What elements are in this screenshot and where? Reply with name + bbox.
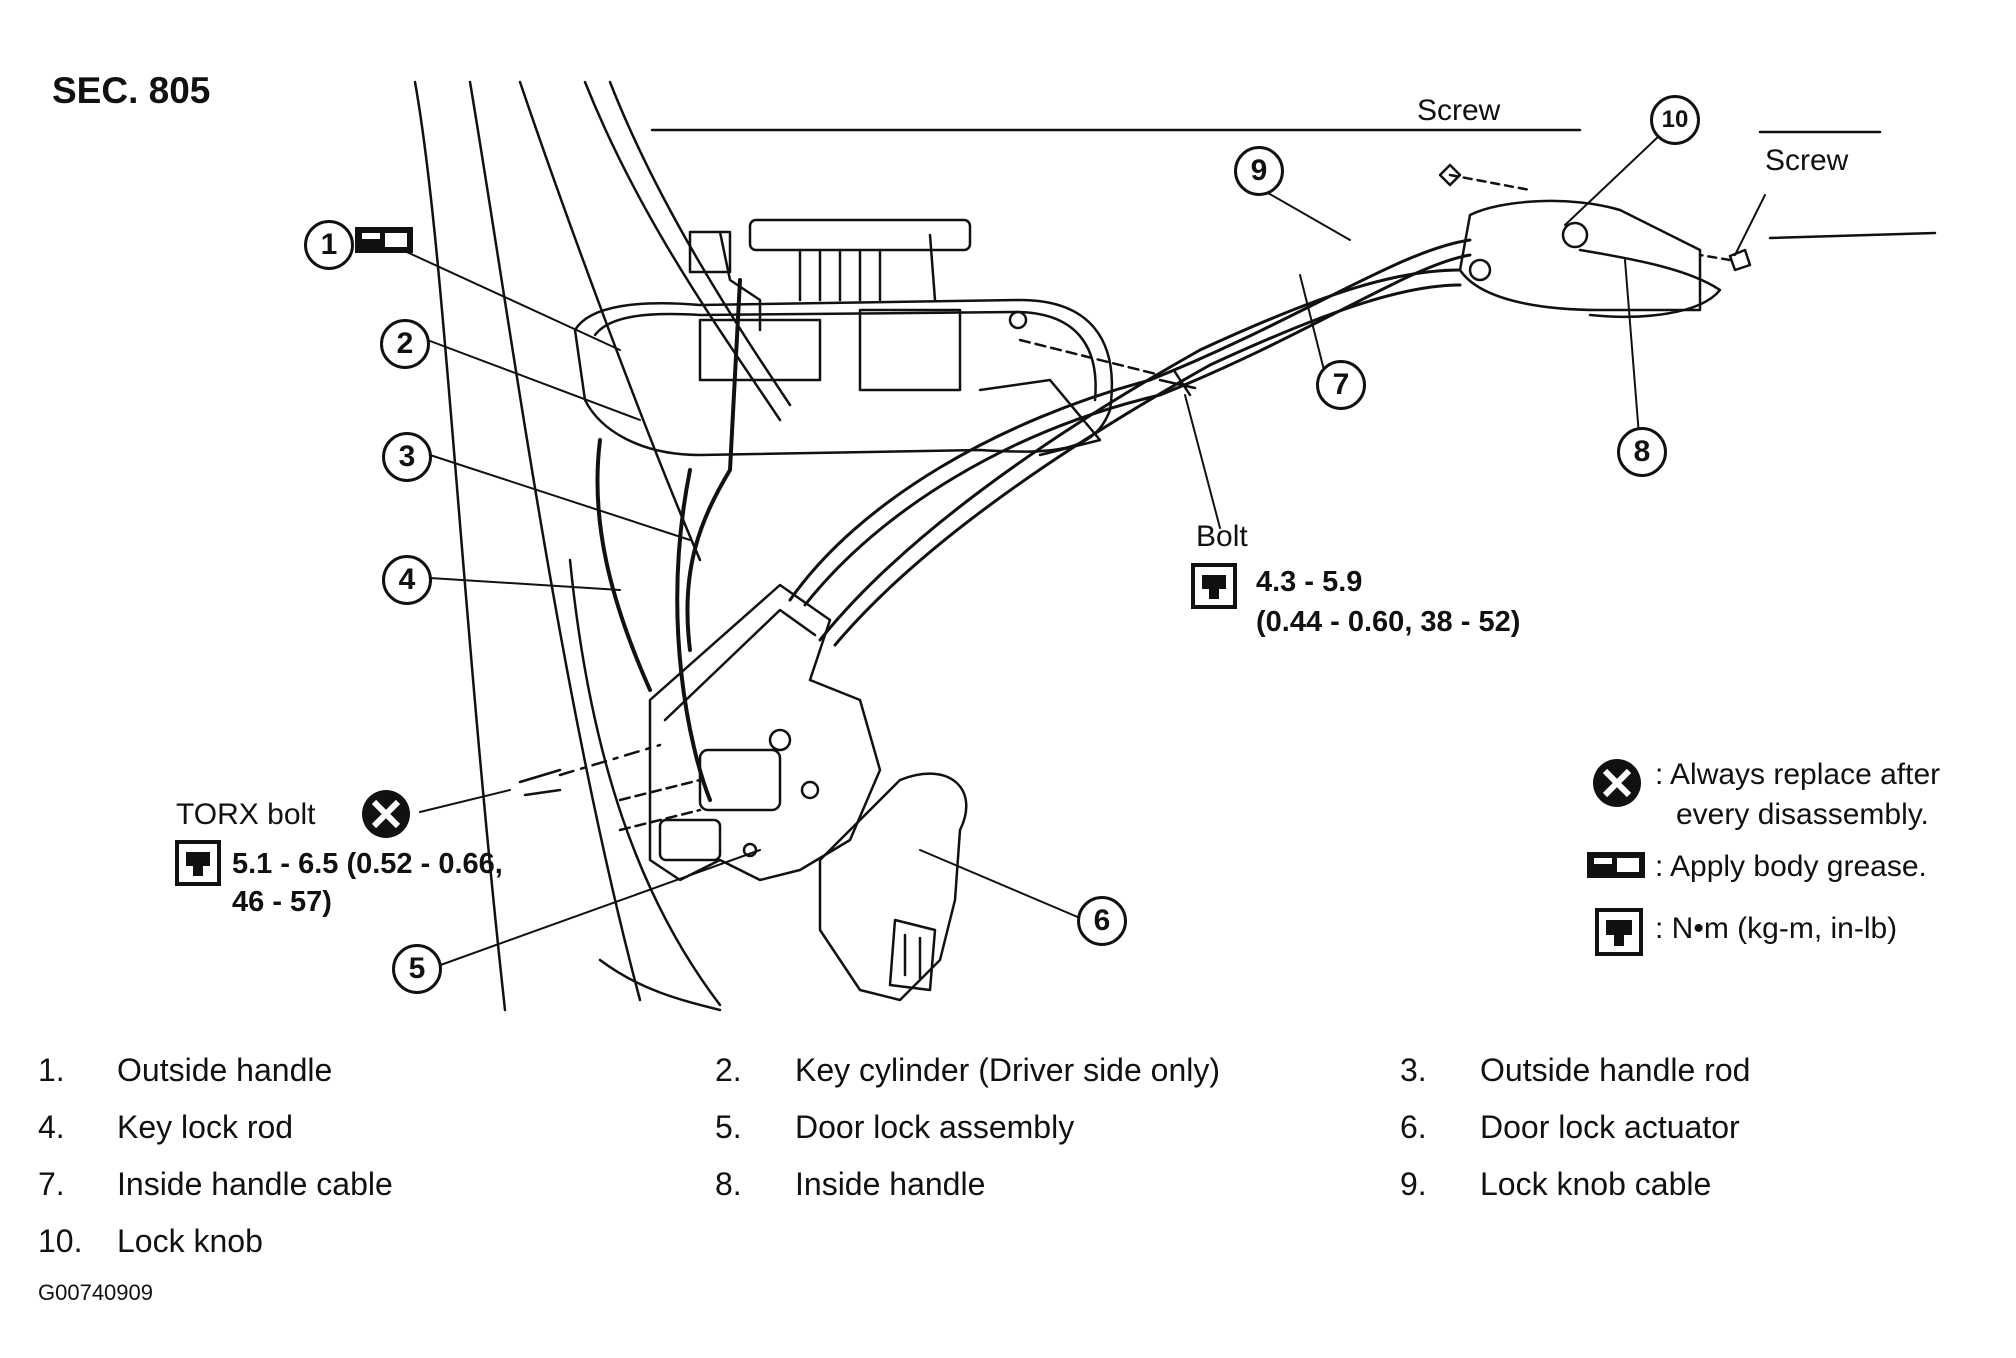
part-num: 3. [1400, 1052, 1427, 1088]
part-label: Key lock rod [117, 1109, 294, 1145]
part-num: 4. [38, 1109, 65, 1145]
part-label: Outside handle [117, 1052, 333, 1088]
leader-lines [384, 134, 1766, 968]
grease-symbol-icon [1587, 852, 1645, 878]
part-num: 1. [38, 1052, 65, 1088]
part-label: Inside handle [795, 1166, 986, 1202]
callout-4: 4 [382, 555, 432, 605]
part-label: Door lock actuator [1480, 1109, 1740, 1145]
screw-label-left: Screw [1417, 94, 1501, 127]
part-label: Lock knob cable [1480, 1166, 1712, 1202]
section-label: SEC. 805 [52, 70, 211, 111]
screw-label-right: Screw [1765, 144, 1849, 177]
torque-wrench-icon [175, 840, 221, 886]
callout-6: 6 [1077, 896, 1127, 946]
grease-symbol-icon [355, 227, 413, 253]
torx-torque-line1: 5.1 - 6.5 (0.52 - 0.66, [232, 848, 503, 880]
callout-3: 3 [382, 432, 432, 482]
bolt-torque-line2: (0.44 - 0.60, 38 - 52) [1256, 606, 1521, 638]
replace-symbol-icon [362, 790, 410, 838]
door-lock-actuator-drawing [818, 772, 968, 1002]
inside-handle-drawing [1458, 199, 1722, 318]
part-num: 10. [38, 1223, 83, 1259]
callout-7: 7 [1316, 360, 1366, 410]
torque-wrench-icon [1191, 563, 1237, 609]
bolt-torque-line1: 4.3 - 5.9 [1256, 566, 1363, 598]
part-label: Key cylinder (Driver side only) [795, 1052, 1221, 1088]
callout-10: 10 [1650, 95, 1700, 145]
door-lock-assembly-drawing [648, 583, 882, 882]
bolt-label: Bolt [1196, 520, 1248, 553]
part-label: Lock knob [117, 1223, 263, 1259]
fasteners [518, 163, 1752, 832]
torque-wrench-icon [1595, 908, 1643, 956]
torx-torque-line2: 46 - 57) [232, 886, 332, 918]
legend-torque-units: : N•m (kg-m, in-lb) [1655, 912, 1898, 945]
callout-8: 8 [1617, 427, 1667, 477]
callout-5: 5 [392, 944, 442, 994]
part-num: 7. [38, 1166, 65, 1202]
part-num: 2. [715, 1052, 742, 1088]
callout-2: 2 [380, 319, 430, 369]
legend-replace-line1: : Always replace after [1655, 758, 1941, 791]
part-num: 6. [1400, 1109, 1427, 1145]
figure-code: G00740909 [38, 1280, 153, 1305]
part-num: 5. [715, 1109, 742, 1145]
rods-and-cables [595, 238, 1472, 802]
part-label: Inside handle cable [117, 1166, 393, 1202]
callout-1: 1 [304, 220, 354, 270]
callout-9: 9 [1234, 146, 1284, 196]
legend-grease: : Apply body grease. [1655, 850, 1927, 883]
part-num: 9. [1400, 1166, 1427, 1202]
part-label: Door lock assembly [795, 1109, 1075, 1145]
torx-bolt-label: TORX bolt [176, 798, 316, 831]
legend-replace-line2: every disassembly. [1676, 798, 1929, 831]
part-num: 8. [715, 1166, 742, 1202]
replace-symbol-icon [1593, 759, 1641, 807]
part-label: Outside handle rod [1480, 1052, 1751, 1088]
door-edge-lines [413, 80, 1937, 1012]
